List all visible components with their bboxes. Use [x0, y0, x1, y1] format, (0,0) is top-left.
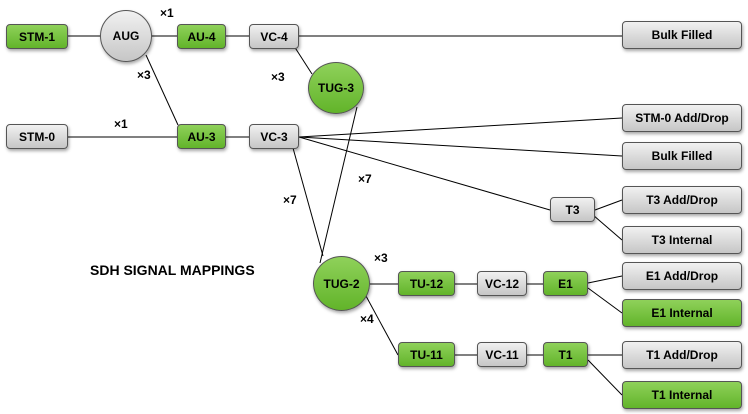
node-au4: AU-4	[177, 24, 226, 49]
link-vc4-tug3	[293, 45, 313, 75]
node-stm1: STM-1	[6, 24, 68, 49]
node-e1-add-drop: E1 Add/Drop	[622, 262, 742, 290]
link-e1-e1adddrop	[587, 275, 623, 284]
node-tug2: TUG-2	[313, 256, 370, 311]
link-aug-au3	[145, 54, 179, 126]
multiplier-stm0-au3: ×1	[114, 117, 128, 131]
node-e1: E1	[543, 271, 588, 296]
node-stm0: STM-0	[6, 124, 68, 149]
link-e1-e1internal	[587, 287, 623, 314]
node-t1-internal: T1 Internal	[622, 381, 742, 409]
link-vc3-bulk	[298, 136, 623, 157]
node-t3: T3	[550, 197, 595, 222]
multiplier-aug-au3: ×3	[137, 68, 151, 82]
link-tug2-tu11	[365, 295, 399, 356]
multiplier-tug2-tu11: ×4	[360, 312, 374, 326]
multiplier-tug3-tug2: ×7	[358, 172, 372, 186]
node-vc12: VC-12	[477, 271, 527, 296]
link-tug3-tug2	[319, 106, 358, 264]
link-vc3-tug2	[292, 147, 324, 257]
multiplier-vc4-tug3: ×3	[271, 70, 285, 84]
node-au3: AU-3	[177, 124, 226, 149]
link-vc3-stm0adddrop	[298, 117, 623, 138]
node-t1-add-drop: T1 Add/Drop	[622, 341, 742, 369]
node-vc3: VC-3	[249, 124, 299, 149]
multiplier-tug2-tu12: ×3	[374, 251, 388, 265]
node-t1: T1	[543, 342, 588, 367]
diagram-title: SDH SIGNAL MAPPINGS	[90, 262, 255, 278]
node-e1-internal: E1 Internal	[622, 299, 742, 327]
link-t1-t1internal	[587, 359, 623, 396]
link-t3-t3internal	[592, 214, 623, 241]
node-tug3: TUG-3	[308, 62, 364, 114]
node-bulk-filled-1: Bulk Filled	[622, 21, 742, 49]
node-vc4: VC-4	[249, 24, 299, 49]
node-tu12: TU-12	[398, 271, 455, 296]
multiplier-aug-au4: ×1	[160, 6, 174, 20]
link-vc3-t3	[298, 136, 551, 211]
multiplier-vc3-tug2: ×7	[283, 193, 297, 207]
node-tu11: TU-11	[398, 342, 455, 367]
link-t3-t3adddrop	[594, 199, 623, 211]
node-vc11: VC-11	[477, 342, 527, 367]
node-aug: AUG	[100, 10, 152, 62]
node-bulk-filled-2: Bulk Filled	[622, 142, 742, 170]
node-t3-add-drop: T3 Add/Drop	[622, 186, 742, 214]
node-t3-internal: T3 Internal	[622, 226, 742, 254]
node-stm0-add-drop: STM-0 Add/Drop	[622, 104, 742, 132]
